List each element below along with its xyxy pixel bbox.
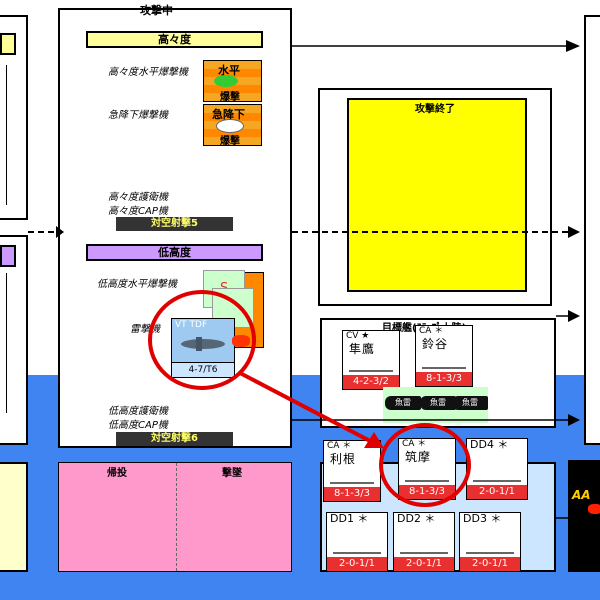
aircraft-value: 4-7/T6 <box>172 362 234 377</box>
ship-class: DD1 ＊ <box>330 512 369 525</box>
ship-value: 8-1-3/3 <box>416 372 472 386</box>
ship-class: CA ＊ <box>327 441 352 451</box>
explosion-icon <box>214 75 238 87</box>
arrow-head-icon <box>568 310 580 322</box>
transport-label: 魚雷 <box>430 398 446 407</box>
transport-label: 魚雷 <box>395 398 411 407</box>
ship-value: 8-1-3/3 <box>324 487 380 501</box>
ship-value: 2-0-1/1 <box>467 485 527 499</box>
explosion-icon <box>232 335 250 347</box>
transport-token[interactable]: 魚雷 <box>420 390 456 414</box>
transport-token[interactable]: 魚雷 <box>385 390 421 414</box>
ship-value: 8-1-3/3 <box>399 485 455 499</box>
ship-class: DD3 ＊ <box>463 512 502 525</box>
aa-label: AA <box>572 488 591 502</box>
ship-counter-dd4[interactable]: DD4 ＊ 2-0-1/1 <box>466 438 528 500</box>
high-cap-label: 高々度CAP機 <box>108 206 168 217</box>
low-escort-label: 低高度護衛機 <box>108 406 168 417</box>
dive-bomber-label: 急降下爆撃機 <box>108 110 168 121</box>
ship-silhouette-icon <box>330 476 374 484</box>
high-aa-fire: 対空射撃5 <box>116 217 233 231</box>
aircraft-counter-vt-tdf[interactable]: VT TDF 4-7/T6 <box>171 318 235 378</box>
ship-silhouette-icon <box>466 546 514 554</box>
ship-name: 鈴谷 <box>422 337 449 351</box>
return-strike-divider <box>176 463 177 571</box>
left-low-tab <box>0 245 16 267</box>
arrow-head-icon <box>566 40 580 52</box>
low-level-bomber-label: 低高度水平爆撃機 <box>97 279 177 290</box>
arrow-head-icon <box>568 226 580 238</box>
highlight-circle-target <box>379 423 471 507</box>
ship-silhouette-icon <box>405 474 449 482</box>
attack-title: 攻撃中 <box>140 4 173 17</box>
low-altitude-bar: 低高度 <box>86 244 263 261</box>
ship-silhouette-icon <box>333 546 381 554</box>
highlight-circle-aircraft <box>148 290 256 390</box>
left-high-slot <box>0 65 7 205</box>
explosion-icon <box>216 119 244 133</box>
ship-value: 2-0-1/1 <box>460 557 520 571</box>
right-aa-panel: AA <box>568 460 600 572</box>
level-bomb-marker[interactable]: 水平 爆撃 <box>203 60 262 103</box>
ship-counter-tone[interactable]: CA ＊ 利根 8-1-3/3 <box>323 440 381 502</box>
ship-name: 利根 <box>330 452 357 466</box>
strike-label: 撃墜 <box>222 468 242 479</box>
level-bomb-top: 水平 <box>218 64 240 77</box>
ship-silhouette-icon <box>473 474 521 482</box>
explosion-icon <box>588 504 600 514</box>
ship-silhouette-icon <box>349 364 393 372</box>
ship-class: DD2 ＊ <box>397 512 436 525</box>
ship-class: DD4 ＊ <box>470 438 509 451</box>
transport-label: 魚雷 <box>462 398 478 407</box>
arrow-head-icon <box>56 226 64 238</box>
left-panel-low <box>0 235 28 445</box>
ship-name: 隼鷹 <box>349 342 376 356</box>
ship-counter-chikuma[interactable]: CA ＊ 筑摩 8-1-3/3 <box>398 438 456 500</box>
low-aa-fire: 対空射撃6 <box>116 432 233 446</box>
dive-bomb-top: 急降下 <box>212 108 245 121</box>
ship-silhouette-icon <box>422 361 466 369</box>
arrow-head-icon <box>568 414 580 426</box>
ship-class: CV ★ <box>346 331 370 341</box>
ship-silhouette-icon <box>400 546 448 554</box>
transport-token[interactable]: 魚雷 <box>452 390 488 414</box>
ship-class: CA ＊ <box>402 439 427 449</box>
ship-value: 4-2-3/2 <box>343 375 399 389</box>
low-cap-label: 低高度CAP機 <box>108 420 168 431</box>
ship-value: 2-0-1/1 <box>327 557 387 571</box>
return-strike-box <box>58 462 292 572</box>
ship-name: 筑摩 <box>405 450 432 464</box>
ship-value: 2-0-1/1 <box>394 557 454 571</box>
left-high-tab <box>0 33 16 55</box>
dive-bomb-marker[interactable]: 急降下 爆撃 <box>203 104 262 147</box>
high-level-bomber-label: 高々度水平爆撃機 <box>108 67 188 78</box>
level-bomb-bottom: 爆撃 <box>220 92 240 103</box>
ship-counter-dd2[interactable]: DD2 ＊ 2-0-1/1 <box>393 512 455 572</box>
torpedo-bomber-label: 雷撃機 <box>130 324 160 335</box>
left-low-slot <box>0 273 7 413</box>
attack-line <box>239 371 373 444</box>
ship-counter-junyo[interactable]: CV ★ 隼鷹 4-2-3/2 <box>342 330 400 390</box>
ship-counter-suzuya[interactable]: CA ＊ 鈴谷 8-1-3/3 <box>415 325 473 387</box>
high-escort-label: 高々度護衛機 <box>108 192 168 203</box>
ship-class: CA ＊ <box>419 326 444 336</box>
attack-arrow-head-icon <box>364 432 384 448</box>
right-edge-panel <box>584 15 600 445</box>
ship-counter-dd3[interactable]: DD3 ＊ 2-0-1/1 <box>459 512 521 572</box>
aircraft-type: VT TDF <box>175 320 208 330</box>
attack-end-box <box>347 98 527 292</box>
dive-bomb-bottom: 爆撃 <box>220 136 240 147</box>
plane-icon <box>178 335 228 353</box>
return-label: 帰投 <box>107 468 127 479</box>
ship-counter-dd1[interactable]: DD1 ＊ 2-0-1/1 <box>326 512 388 572</box>
high-altitude-bar: 高々度 <box>86 31 263 48</box>
attack-end-label: 攻撃終了 <box>415 104 455 115</box>
left-bottom-panel <box>0 462 28 572</box>
left-panel-high <box>0 15 28 220</box>
